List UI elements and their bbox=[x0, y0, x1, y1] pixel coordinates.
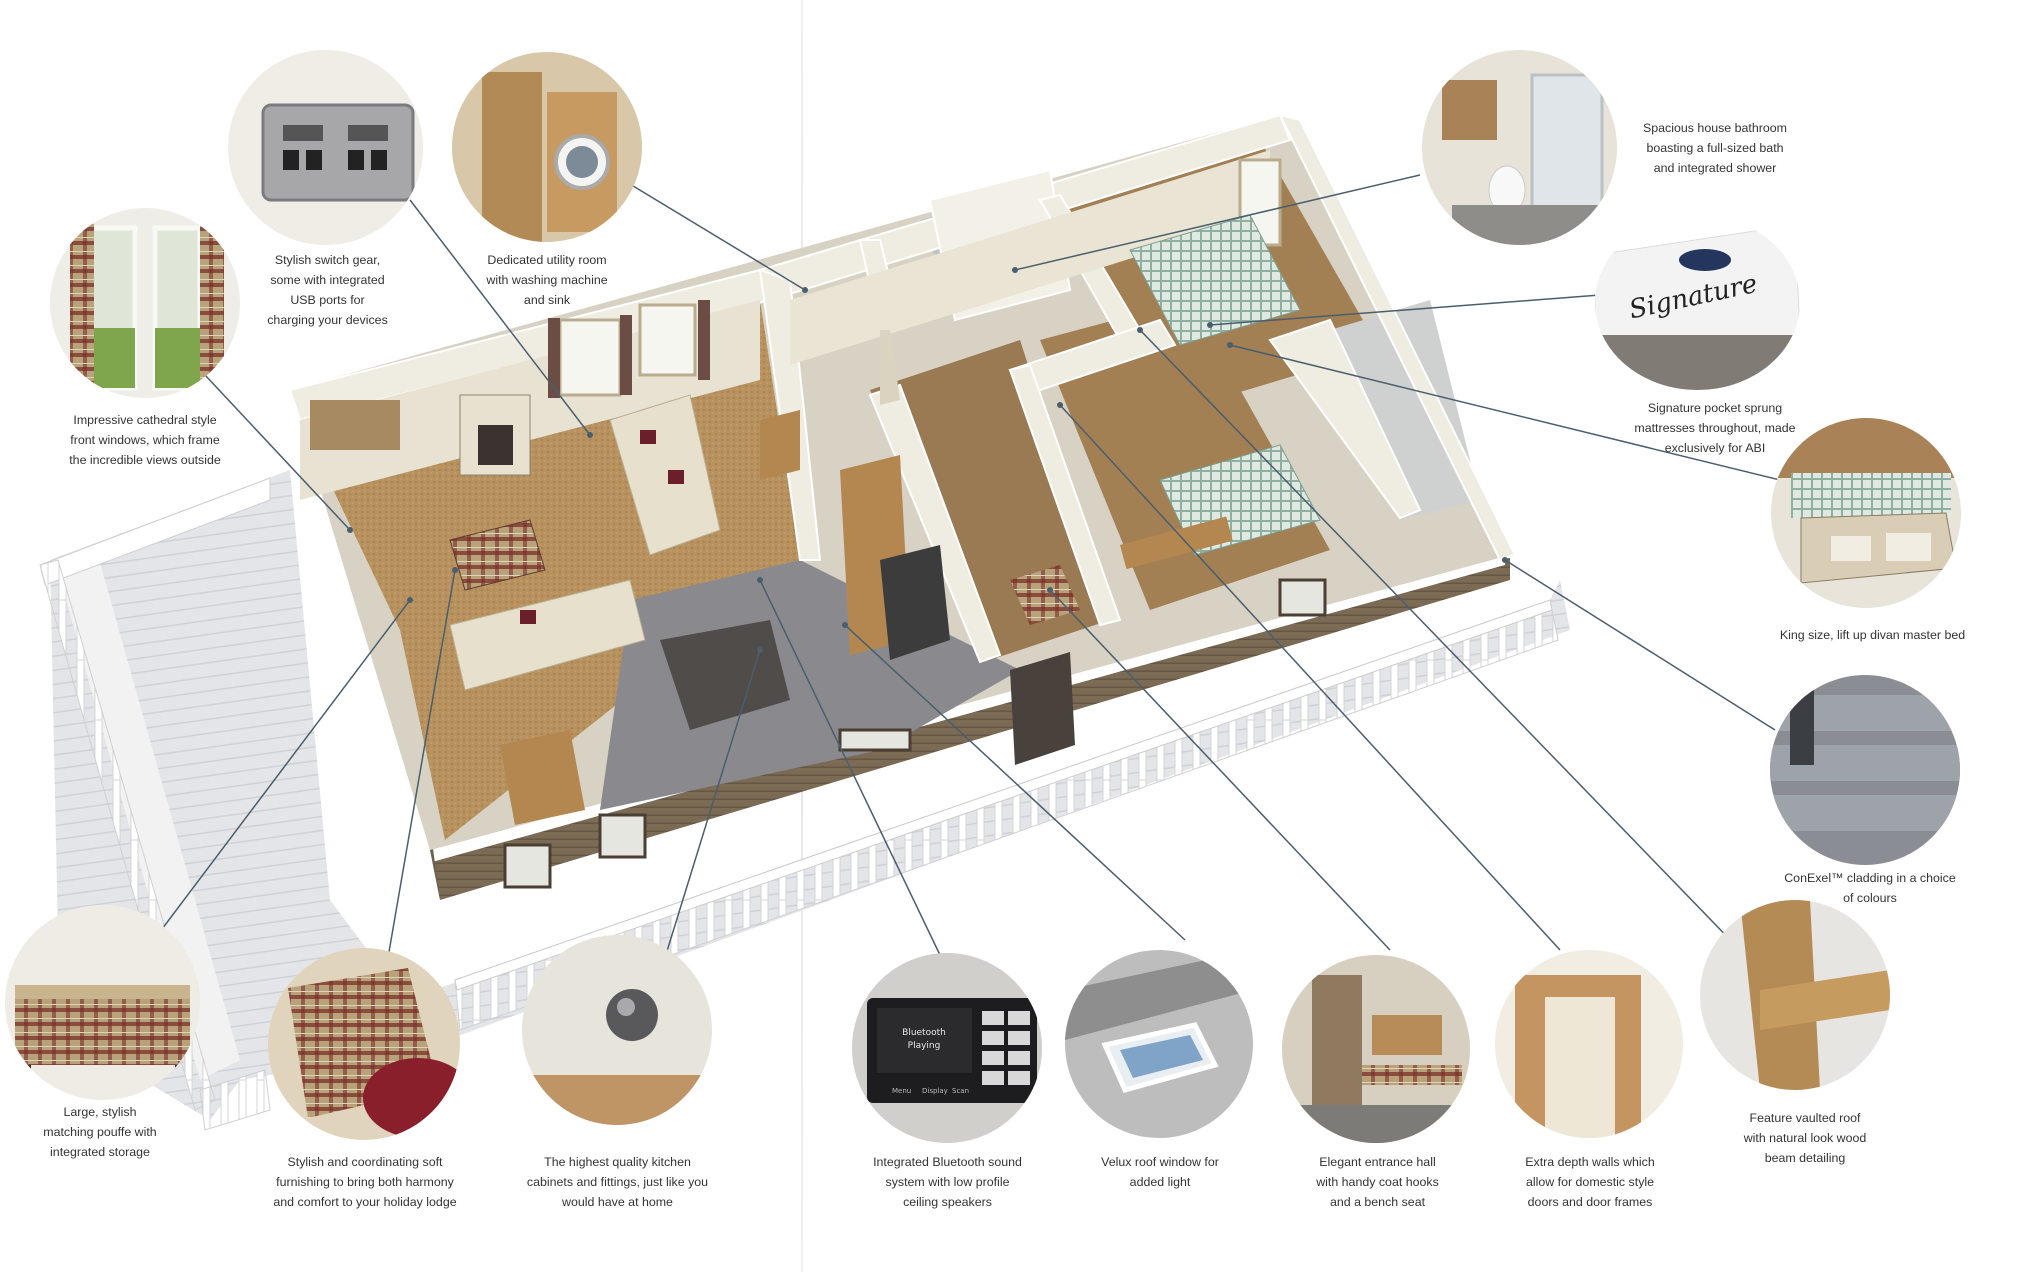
photo-conexel-cladding bbox=[1770, 675, 1960, 865]
callout-divan-bed: King size, lift up divan master bed bbox=[1779, 628, 1966, 642]
leader-hall bbox=[1049, 589, 1391, 951]
photo-cathedral-windows bbox=[50, 208, 240, 398]
photo-kitchen-knob bbox=[522, 935, 712, 1125]
leader-cladding bbox=[1504, 559, 1776, 731]
leader-furnishing bbox=[384, 569, 456, 976]
leader-utility bbox=[614, 174, 806, 291]
callout-switch-gear: Stylish switch gear,some with integrated… bbox=[267, 253, 388, 327]
speaker-button-scan: Scan bbox=[952, 1087, 969, 1095]
speaker-display-line1: Bluetooth bbox=[902, 1028, 946, 1038]
photo-entrance-hall bbox=[1282, 955, 1470, 1143]
leader-walls bbox=[1059, 404, 1561, 951]
photo-utility-room bbox=[452, 52, 642, 242]
photo-house-bathroom bbox=[1422, 50, 1617, 245]
photo-bluetooth-system: Bluetooth Playing Menu Display Scan bbox=[852, 953, 1042, 1143]
speaker-button-display: Display bbox=[922, 1087, 948, 1095]
leader-bed bbox=[1229, 344, 1781, 481]
photo-vaulted-roof bbox=[1700, 900, 1890, 1090]
leader-bluetooth bbox=[759, 579, 941, 956]
leader-bathroom bbox=[1014, 174, 1421, 271]
leader-windows bbox=[204, 374, 351, 531]
leader-mattress bbox=[1209, 294, 1601, 326]
photo-divan-bed bbox=[1771, 418, 1961, 608]
photo-signature-mattress: Signature bbox=[1595, 215, 1800, 390]
leader-velux bbox=[844, 624, 1186, 941]
leader-roof bbox=[1139, 329, 1741, 951]
photo-switch-gear bbox=[228, 50, 423, 245]
photo-storage-pouffe bbox=[5, 905, 200, 1100]
leader-pouffe bbox=[149, 599, 411, 946]
leader-kitchen bbox=[654, 649, 761, 991]
photo-soft-furnishing bbox=[268, 948, 460, 1140]
photo-extra-depth-walls bbox=[1495, 950, 1683, 1138]
speaker-display-line2: Playing bbox=[908, 1041, 941, 1051]
leader-switch bbox=[409, 199, 591, 436]
speaker-button-menu: Menu bbox=[892, 1087, 911, 1095]
photo-velux-window bbox=[1065, 950, 1253, 1138]
